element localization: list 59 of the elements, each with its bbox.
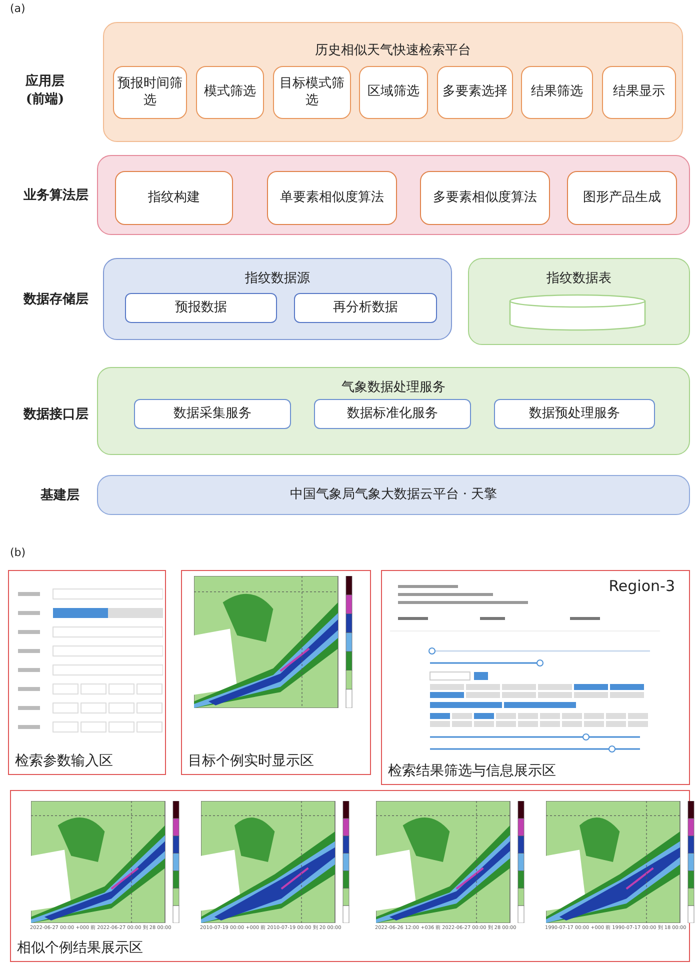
module-label: 预报数据 xyxy=(175,300,227,316)
platform-name: 中国气象局气象大数据云平台 · 天擎 xyxy=(290,486,498,504)
module-label: 模式筛选 xyxy=(204,84,256,101)
module-box xyxy=(294,293,437,323)
region-caption: 检索参数输入区 xyxy=(15,752,113,770)
module-box xyxy=(196,66,264,119)
screen-region-frame xyxy=(8,570,166,775)
region-caption: 目标个例实时显示区 xyxy=(188,752,314,770)
module-label: 图形产品生成 xyxy=(583,190,661,206)
region-caption: 检索结果筛选与信息展示区 xyxy=(388,762,556,780)
layer-panel xyxy=(103,258,452,340)
layer-title: 指纹数据源 xyxy=(244,270,311,287)
module-label: 数据预处理服务 xyxy=(529,406,620,422)
layer-name: 应用层 (前端) xyxy=(24,72,66,108)
module-box xyxy=(113,66,187,119)
database-cylinder xyxy=(509,294,646,331)
module-label: 再分析数据 xyxy=(333,300,398,316)
module-label: 结果筛选 xyxy=(531,84,583,101)
module-label: 单要素相似度算法 xyxy=(280,190,384,206)
module-label: 结果显示 xyxy=(613,84,665,101)
module-box xyxy=(125,293,277,323)
layer-title: 气象数据处理服务 xyxy=(340,379,446,396)
module-label: 数据标准化服务 xyxy=(347,406,438,422)
layer-panel xyxy=(97,155,690,235)
region-label: Region-3 xyxy=(608,577,675,595)
layer-title: 历史相似天气快速检索平台 xyxy=(314,42,472,59)
module-box xyxy=(134,399,291,429)
module-box xyxy=(359,66,428,119)
layer-name: 基建层 xyxy=(40,487,80,504)
layer-title: 指纹数据表 xyxy=(546,270,612,287)
module-box xyxy=(420,171,550,225)
module-label: 指纹构建 xyxy=(148,190,200,206)
module-box xyxy=(314,399,471,429)
module-box xyxy=(437,66,513,119)
module-box xyxy=(267,171,397,225)
screen-region-frame xyxy=(381,570,690,785)
panel-label: (a) xyxy=(10,2,26,15)
module-box xyxy=(273,66,351,119)
module-box xyxy=(115,171,233,225)
panel-label: (b) xyxy=(10,546,26,559)
screen-region-frame xyxy=(181,570,371,775)
layer-panel xyxy=(97,475,690,515)
region-caption: 相似个例结果展示区 xyxy=(17,939,143,957)
layer-panel xyxy=(103,22,683,142)
module-label: 多要素选择 xyxy=(442,84,508,101)
module-label: 目标模式筛选 xyxy=(278,76,346,109)
layer-panel xyxy=(97,367,690,455)
layer-name: 数据存储层 xyxy=(22,291,90,308)
module-label: 多要素相似度算法 xyxy=(433,190,537,206)
layer-panel xyxy=(468,258,690,345)
module-box xyxy=(521,66,593,119)
module-label: 区域筛选 xyxy=(368,84,420,101)
layer-name: 业务算法层 xyxy=(22,187,90,204)
module-box xyxy=(567,171,677,225)
module-box xyxy=(494,399,655,429)
module-label: 数据采集服务 xyxy=(174,406,252,422)
layer-name: 数据接口层 xyxy=(22,406,90,423)
module-box xyxy=(602,66,676,119)
module-label: 预报时间筛选 xyxy=(116,76,184,109)
